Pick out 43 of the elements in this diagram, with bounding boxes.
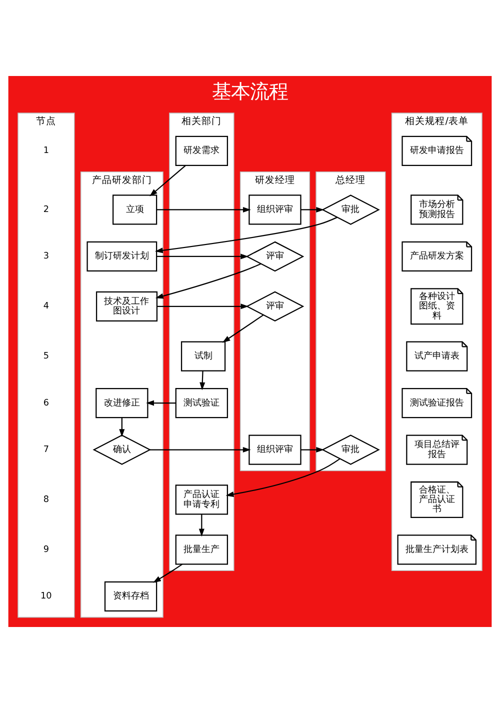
label: 1 bbox=[43, 146, 50, 156]
arrow bbox=[152, 564, 182, 583]
node-diamond: 审批 bbox=[321, 434, 380, 465]
label: 4 bbox=[43, 302, 50, 312]
label: 9 bbox=[43, 544, 50, 555]
arrow bbox=[154, 216, 338, 254]
arrow bbox=[146, 400, 176, 406]
diagram-title: 基本流程 bbox=[212, 80, 288, 103]
arrow bbox=[155, 263, 262, 299]
node-box: 产品认证申请专利 bbox=[175, 484, 228, 515]
label: 10 bbox=[40, 592, 52, 602]
node-diamond: 确认 bbox=[92, 434, 152, 465]
node-box: 组织评审 bbox=[248, 434, 302, 465]
label: 3 bbox=[43, 252, 50, 262]
arrow bbox=[156, 206, 251, 212]
node-box: 立项 bbox=[112, 194, 158, 225]
label: 5 bbox=[43, 352, 50, 362]
node-box: 组织评审 bbox=[248, 194, 302, 225]
arrow bbox=[198, 514, 204, 537]
node-box: 批量生产 bbox=[175, 534, 228, 565]
node-box: 制订研发计划 bbox=[86, 241, 158, 272]
arrow bbox=[301, 206, 324, 212]
node-diamond: 审批 bbox=[321, 194, 380, 225]
label: 6 bbox=[43, 398, 50, 408]
node-diamond: 评审 bbox=[246, 291, 304, 322]
node-box: 改进修正 bbox=[96, 388, 148, 418]
arrow bbox=[119, 418, 125, 437]
arrow bbox=[157, 304, 249, 310]
node-box: 资料存档 bbox=[104, 581, 158, 612]
label: 7 bbox=[43, 445, 50, 456]
node-box: 技术及工作图设计 bbox=[96, 291, 158, 322]
node-box: 试制 bbox=[180, 341, 226, 372]
label: 2 bbox=[43, 204, 50, 215]
arrow bbox=[222, 314, 264, 343]
label: 8 bbox=[43, 494, 50, 505]
arrow bbox=[200, 370, 206, 390]
node-box: 研发需求 bbox=[175, 136, 228, 166]
node-diamond: 评审 bbox=[246, 241, 304, 272]
arrow bbox=[156, 254, 248, 260]
arrow bbox=[150, 447, 251, 453]
arrow bbox=[301, 447, 324, 453]
node-box: 测试验证 bbox=[175, 388, 228, 418]
arrow bbox=[150, 165, 186, 196]
